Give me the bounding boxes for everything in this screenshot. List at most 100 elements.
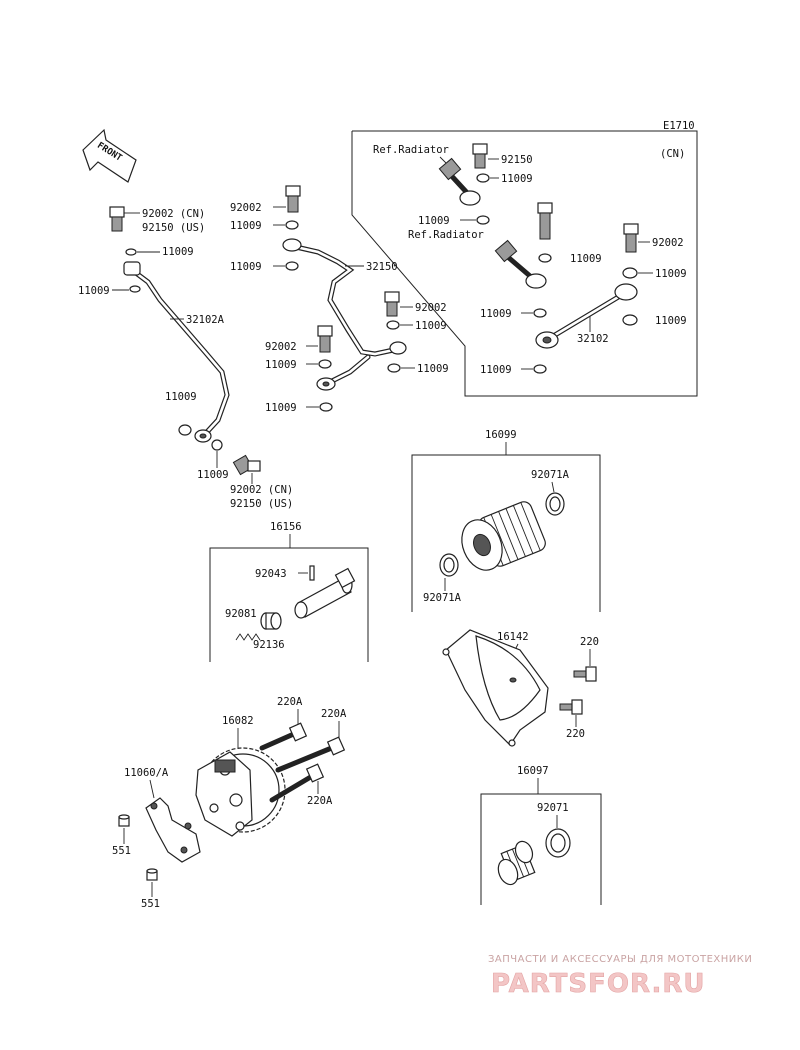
label-11009: 11009 xyxy=(78,285,110,297)
label-11009: 11009 xyxy=(655,315,687,327)
union-fitting-cn-bottom xyxy=(494,202,553,289)
label-11009: 11009 xyxy=(501,173,533,185)
label-32102a: 32102A xyxy=(186,314,225,326)
label-92150-us: 92150 (US) xyxy=(142,222,205,234)
oil-pipe-32150 xyxy=(282,238,407,391)
label-11009: 11009 xyxy=(230,261,262,273)
cn-variant-frame xyxy=(351,130,698,397)
label-92071a: 92071A xyxy=(531,469,570,481)
pin-92043 xyxy=(309,565,315,581)
front-arrow-icon: FRONT xyxy=(82,128,137,183)
label-92002-cn: 92002 (CN) xyxy=(142,208,205,220)
label-92002: 92002 xyxy=(415,302,447,314)
label-92136: 92136 xyxy=(253,639,285,651)
relief-valve-frame xyxy=(209,547,369,662)
label-92071a: 92071A xyxy=(423,592,462,604)
washer-11009 xyxy=(622,314,638,326)
label-92150-us: 92150 (US) xyxy=(230,498,293,510)
label-11009: 11009 xyxy=(480,308,512,320)
bolt-92002-left xyxy=(109,206,125,232)
oil-pipe-32102 xyxy=(535,283,638,349)
bolt-220a-3 xyxy=(269,763,325,803)
washer-11009 xyxy=(178,424,192,436)
dowel-551-upper xyxy=(118,814,130,827)
watermark-tagline: ЗАПЧАСТИ И АКСЕССУАРЫ ДЛЯ МОТОТЕХНИКИ xyxy=(488,954,752,965)
washer-11009 xyxy=(622,267,638,279)
strainer-frame xyxy=(480,793,602,905)
cover-16142 xyxy=(442,629,549,747)
label-92002: 92002 xyxy=(230,202,262,214)
label-92043: 92043 xyxy=(255,568,287,580)
washer-11009 xyxy=(285,220,299,230)
bolt-220-lower xyxy=(559,699,583,715)
label-11009: 11009 xyxy=(418,215,450,227)
label-11060a: 11060/A xyxy=(124,767,169,779)
label-11009: 11009 xyxy=(570,253,602,265)
spring-92081 xyxy=(235,633,261,641)
label-220: 220 xyxy=(566,728,585,740)
label-16082: 16082 xyxy=(222,715,254,727)
label-11009: 11009 xyxy=(197,469,229,481)
washer-11009 xyxy=(285,261,299,271)
label-92002-cn: 92002 (CN) xyxy=(230,484,293,496)
washer-11009 xyxy=(387,363,401,373)
valve-body-16156 xyxy=(294,567,356,619)
bolt-92002-mid-top xyxy=(285,185,301,213)
union-fitting-cn-top xyxy=(438,143,488,206)
washer-11009 xyxy=(533,364,547,374)
label-16097: 16097 xyxy=(517,765,549,777)
label-16142: 16142 xyxy=(497,631,529,643)
label-92071: 92071 xyxy=(537,802,569,814)
label-32150: 32150 xyxy=(366,261,398,273)
oil-pump-16082 xyxy=(195,747,286,837)
label-11009: 11009 xyxy=(230,220,262,232)
bolt-92002-cn xyxy=(623,223,639,253)
oil-filter-16099 xyxy=(461,501,546,571)
label-16156: 16156 xyxy=(270,521,302,533)
washer-11009 xyxy=(125,248,137,256)
label-11009: 11009 xyxy=(655,268,687,280)
o-ring-92071a-bottom xyxy=(439,553,459,577)
strainer-16097 xyxy=(497,840,536,886)
washer-11009 xyxy=(319,402,333,412)
washer-11009 xyxy=(129,285,141,293)
bolt-220-upper xyxy=(573,666,597,682)
label-92081: 92081 xyxy=(225,608,257,620)
label-92002: 92002 xyxy=(265,341,297,353)
o-ring-92071a-top xyxy=(545,492,565,516)
ref-radiator-label: Ref.Radiator xyxy=(373,144,449,156)
label-11009: 11009 xyxy=(265,402,297,414)
watermark-logo: PARTSFOR.RU xyxy=(491,969,705,999)
washer-11009 xyxy=(211,439,223,451)
label-220: 220 xyxy=(580,636,599,648)
label-11009: 11009 xyxy=(165,391,197,403)
bolt-92002-mid xyxy=(384,291,400,317)
washer-11009 xyxy=(318,359,332,369)
label-92002: 92002 xyxy=(652,237,684,249)
o-ring-92071 xyxy=(545,828,571,858)
label-11009: 11009 xyxy=(162,246,194,258)
bolt-92002-mid-left xyxy=(317,325,333,353)
label-551: 551 xyxy=(141,898,160,910)
label-220a: 220A xyxy=(277,696,303,708)
piston-92136 xyxy=(260,612,282,630)
washer-11009 xyxy=(533,308,547,318)
cn-label: (CN) xyxy=(660,148,685,160)
label-11009: 11009 xyxy=(415,320,447,332)
label-11009: 11009 xyxy=(480,364,512,376)
label-92150: 92150 xyxy=(501,154,533,166)
washer-11009 xyxy=(538,253,552,263)
label-220a: 220A xyxy=(321,708,347,720)
bolt-220a-2 xyxy=(275,736,346,773)
bolt-92002-lower xyxy=(232,454,261,476)
label-220a: 220A xyxy=(307,795,333,807)
label-551: 551 xyxy=(112,845,131,857)
bolt-220a-1 xyxy=(259,722,308,751)
label-11009: 11009 xyxy=(417,363,449,375)
diagram-code: E1710 xyxy=(663,120,695,132)
washer-11009 xyxy=(476,173,490,183)
label-11009: 11009 xyxy=(265,359,297,371)
label-16099: 16099 xyxy=(485,429,517,441)
